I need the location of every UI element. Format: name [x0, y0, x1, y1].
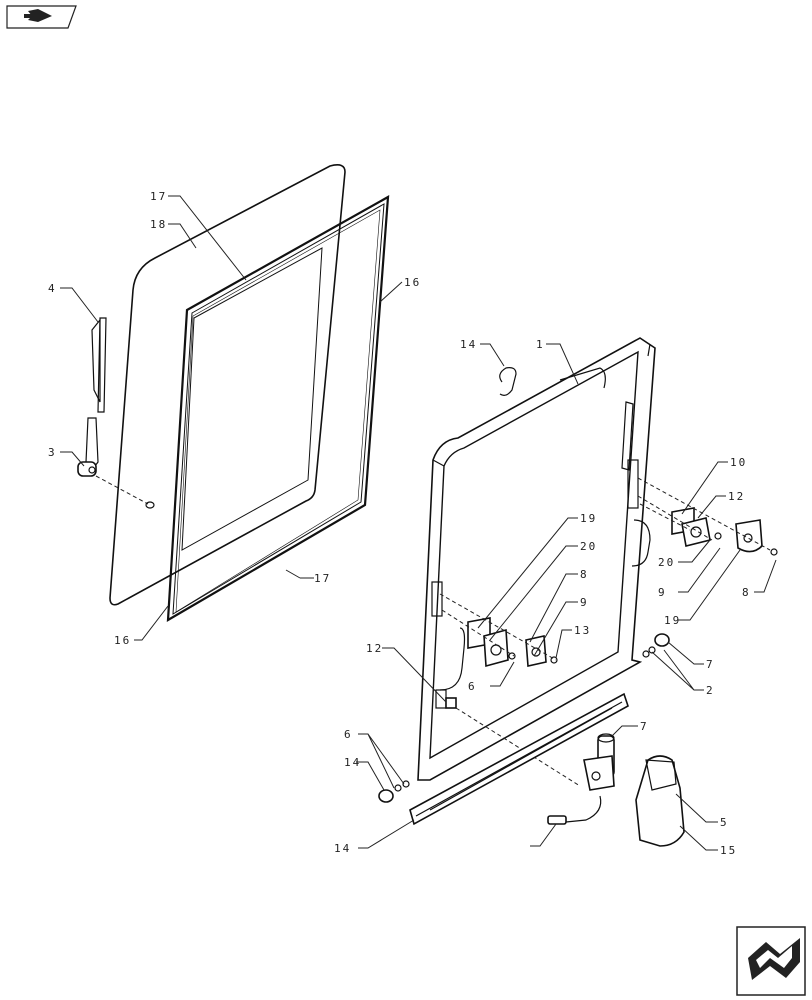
callout-3: 3 [48, 446, 57, 459]
bushing-left [378, 780, 410, 803]
callout-7-right: 2 [706, 684, 715, 697]
callout-8-left: 9 [580, 596, 589, 609]
motor-connector [547, 795, 602, 825]
callout-13: 12 [366, 642, 383, 655]
wiper-arm [77, 417, 99, 477]
wiper-motor [583, 733, 615, 791]
callout-5: 15 [720, 844, 737, 857]
wire-clip [499, 367, 517, 396]
callout-18: 18 [150, 218, 167, 231]
bolt-left [550, 656, 558, 664]
callout-8-right: 19 [664, 614, 681, 627]
bolt-right [770, 548, 778, 556]
callout-20-left: 8 [580, 568, 589, 581]
bottom-rail [409, 692, 629, 826]
callout-12-left: 6 [468, 680, 477, 693]
wiper-blade [91, 317, 107, 413]
callout-4: 4 [48, 282, 57, 295]
washer-right [714, 532, 722, 540]
previous-page-button[interactable] [6, 5, 77, 29]
next-page-button[interactable] [736, 926, 806, 996]
latch [445, 697, 457, 709]
callout-16-left: 16 [114, 634, 131, 647]
callout-17-bottom: 17 [314, 572, 331, 585]
callout-20-right: 9 [658, 586, 667, 599]
callout-19-right: 10 [730, 456, 747, 469]
callout-16-right: 16 [404, 276, 421, 289]
washer-left [508, 652, 516, 660]
callout-12-right: 20 [658, 556, 675, 569]
hinge-bracket-right [681, 517, 711, 547]
hinge-plate-right-2 [735, 519, 763, 553]
door-frame [417, 337, 656, 781]
washer-reservoir [635, 755, 685, 847]
callout-1: 1 [536, 338, 545, 351]
back-arrow-icon [24, 9, 52, 22]
callout-labels: 17 18 16 4 3 17 16 14 1 19 10 12 20 9 8 … [48, 190, 751, 857]
window-seal [166, 195, 390, 622]
callout-9-left: 13 [574, 624, 591, 637]
callout-10: 12 [728, 490, 745, 503]
callout-17-top: 17 [150, 190, 167, 203]
callout-2: 7 [640, 720, 649, 733]
bushing-right [642, 633, 670, 658]
callout-7-left: 6 [344, 728, 353, 741]
callout-6-left: 14 [344, 756, 361, 769]
callout-19-left: 19 [580, 512, 597, 525]
forward-arrow-icon [748, 938, 800, 980]
callout-14-reservoir: 5 [720, 816, 729, 829]
callout-14-wire: 14 [460, 338, 477, 351]
leader-lines [60, 195, 777, 851]
callout-6-right: 7 [706, 658, 715, 671]
callout-9-right: 8 [742, 586, 751, 599]
hinge-bracket-left [483, 628, 509, 668]
callout-15: 14 [334, 842, 351, 855]
callout-11: 20 [580, 540, 597, 553]
